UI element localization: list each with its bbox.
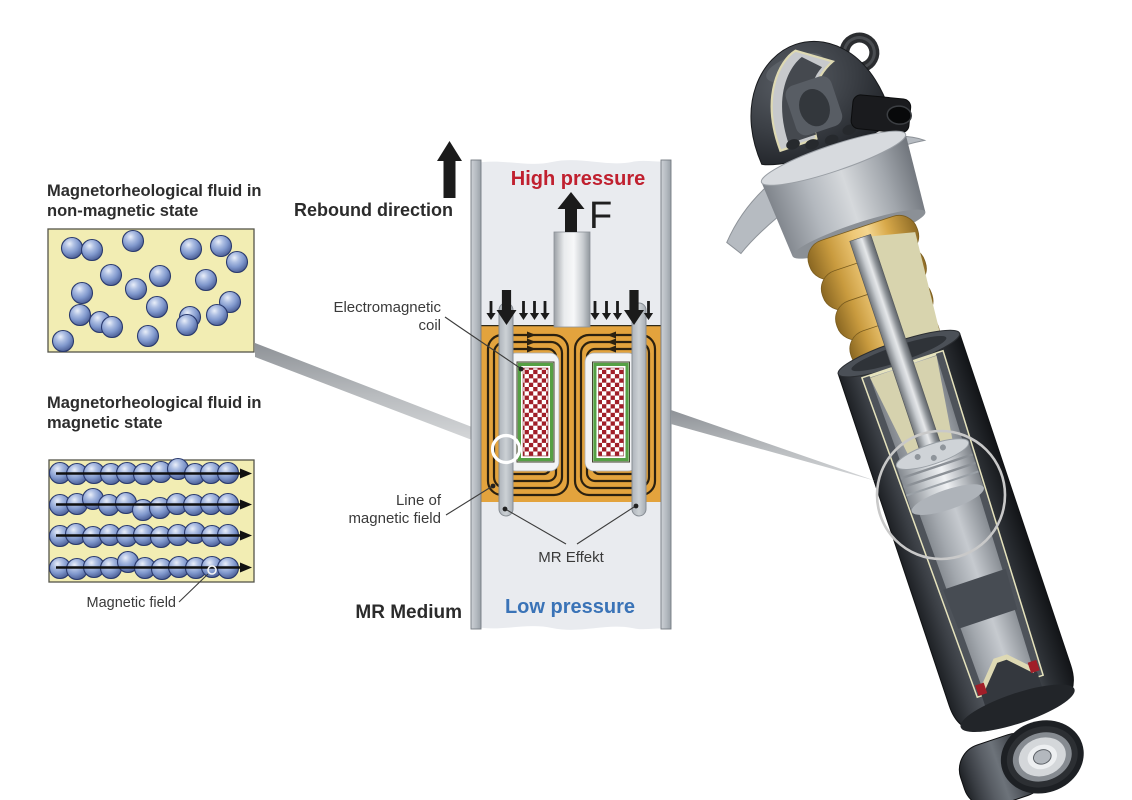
piston-rod xyxy=(553,231,591,328)
loop-arrow-icon xyxy=(527,345,536,353)
tube-bottom-cap xyxy=(960,684,1075,733)
callout-dot xyxy=(490,483,496,489)
callout-dot xyxy=(633,503,639,509)
chain-row xyxy=(48,521,252,549)
callout-dot xyxy=(502,506,508,512)
field-loops-left xyxy=(486,331,570,497)
zoom-beam-panel-to-piston xyxy=(255,343,472,440)
panel-non-magnetic-title-line1: Magnetorheological fluid in xyxy=(47,182,262,200)
collar xyxy=(761,134,926,257)
electromagnetic-coil-left xyxy=(516,361,555,463)
field-point-marker xyxy=(207,565,217,575)
inner-wall-right xyxy=(935,351,1043,677)
callout-dot xyxy=(518,366,524,372)
panel-magnetic-title-line2: magnetic state xyxy=(47,414,163,432)
zoom-beam-piston-to-shock xyxy=(671,410,876,481)
fluid-top-edge xyxy=(471,146,671,164)
coil-callout: Electromagnetic coil xyxy=(333,299,524,372)
field-arrow-icon xyxy=(240,562,252,573)
mr-fluid-channel-left xyxy=(498,302,514,517)
loop-arrow-icon xyxy=(527,331,536,339)
cylinder-wall-right xyxy=(660,159,672,630)
zoom-ring-icon xyxy=(490,433,522,465)
collar-top xyxy=(760,130,907,186)
electromagnetic-coil-right xyxy=(592,361,630,463)
field-arrow-icon xyxy=(240,530,252,541)
connector-socket xyxy=(886,105,912,125)
valve-seal-right xyxy=(1027,659,1040,674)
chain-row xyxy=(48,457,252,486)
rebound-direction-label: Rebound direction xyxy=(294,200,453,220)
field-arrow-icon xyxy=(240,468,252,479)
hub-bore xyxy=(799,89,830,127)
fluid-shadow-band xyxy=(943,568,1018,629)
force-label: F xyxy=(589,195,612,237)
panel-magnetic-title-line1: Magnetorheological fluid in xyxy=(47,394,262,412)
magnetic-field-callout: Magnetic field xyxy=(87,565,217,611)
loop-arrow-icon xyxy=(607,331,616,339)
magnetic-field-label: Magnetic field xyxy=(87,595,176,611)
particle-chains xyxy=(48,457,252,581)
field-line-label-line2: magnetic field xyxy=(348,510,441,527)
piston-cross-section: F High pressure Low pressure Rebound dir… xyxy=(294,141,672,644)
field-arrow-icon xyxy=(240,499,252,510)
mr-effect-callout: MR Effekt xyxy=(502,503,639,566)
coil-label-line1: Electromagnetic xyxy=(333,299,441,316)
field-line-callout: Line of magnetic field xyxy=(348,483,496,527)
cylinder-wall-left xyxy=(470,159,482,630)
field-line-label-line1: Line of xyxy=(396,492,442,509)
detail-circle xyxy=(875,429,1007,561)
loop-arrow-icon xyxy=(607,345,616,353)
rebound-direction: Rebound direction xyxy=(294,141,462,220)
panel-magnetic: Magnetorheological fluid in magnetic sta… xyxy=(47,394,262,611)
eyelet-mount xyxy=(958,720,1084,800)
chain-row xyxy=(48,487,252,522)
panel-non-magnetic: Magnetorheological fluid in non-magnetic… xyxy=(47,182,262,353)
force-up-arrow-icon xyxy=(557,192,585,232)
mr-fluid-channel-right xyxy=(631,302,647,517)
mr-piston-assembly xyxy=(895,438,984,515)
coil-label-line2: coil xyxy=(418,317,441,334)
mr-medium-label: MR Medium xyxy=(355,602,462,623)
fluid-bottom-edge xyxy=(471,626,671,644)
mr-effect-label: MR Effekt xyxy=(538,549,604,566)
rebound-up-arrow-icon xyxy=(437,141,462,198)
loop-arrow-icon xyxy=(527,338,536,346)
low-pressure-label: Low pressure xyxy=(505,596,635,618)
valve-seal-left xyxy=(975,682,988,696)
panel-non-magnetic-title-line2: non-magnetic state xyxy=(47,202,198,220)
loop-arrow-icon xyxy=(607,338,616,346)
high-pressure-label: High pressure xyxy=(511,168,645,190)
shock-absorber-illustration xyxy=(726,32,1084,800)
